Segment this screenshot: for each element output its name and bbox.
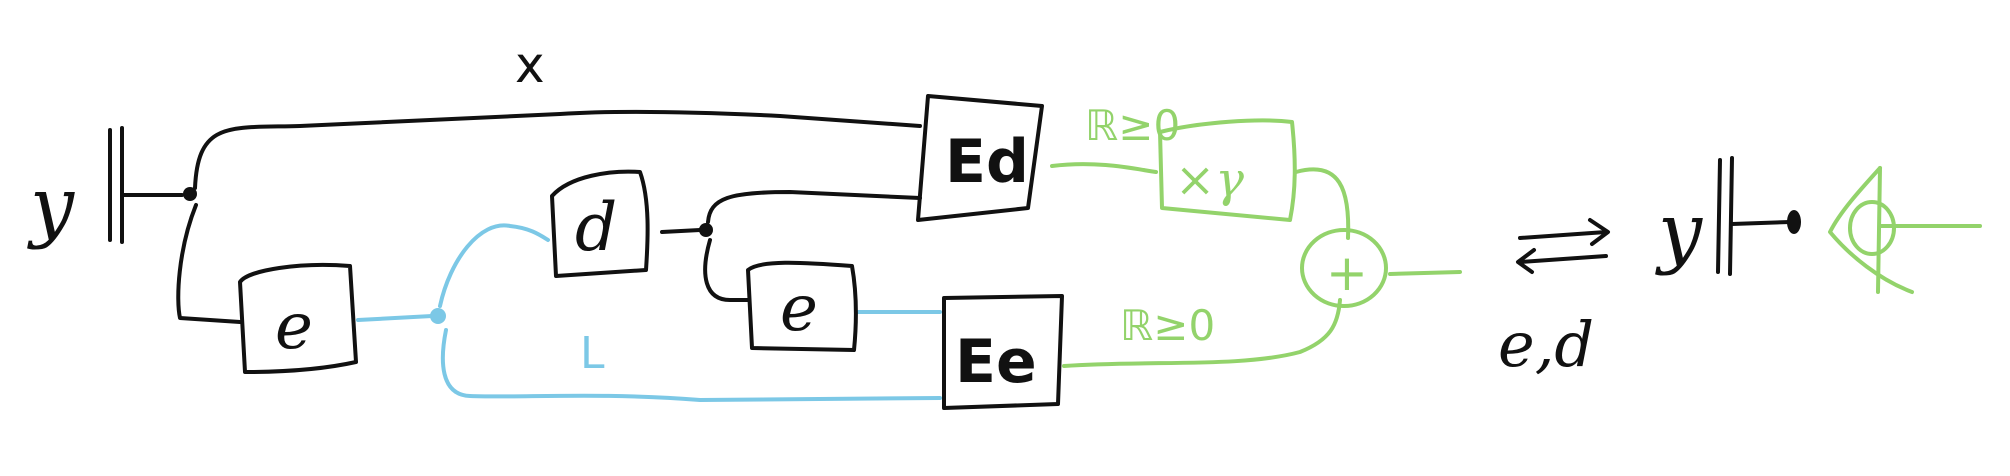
label-L: L [580,328,605,379]
box-Ed-label: Ed [945,127,1029,197]
x-wire: x [193,36,922,190]
label-r-top: ℝ≥0 [1085,101,1180,150]
label-y-left: y [27,161,75,251]
box-e-mid: e [746,260,858,352]
left-input-wire: y [27,126,197,251]
box-e-mid-label: e [780,272,818,346]
box-d-label: d [575,189,617,266]
label-e-d: e,d [1498,308,1594,381]
wire-d-to-Ed [706,190,922,224]
box-Ee-label: Ee [955,327,1037,397]
box-Ed: Ed [916,94,1044,222]
wire-to-e-left [176,203,242,324]
terminal-node [1787,210,1801,234]
eye-icon [1828,166,1982,294]
rightwards-over-leftwards-arrow-icon [1516,218,1610,274]
label-r-bottom: ℝ≥0 [1120,301,1215,350]
box-e-left: e [238,262,358,374]
green-bottom-branch: ℝ≥0 [1062,298,1342,368]
right-output-wire: y [1655,156,1801,277]
label-y-right: y [1655,187,1703,277]
plus-node: + [1300,228,1462,308]
box-Ee: Ee [942,294,1064,410]
green-top-branch: ℝ≥0 ×γ [1050,101,1351,240]
wire-d-out [660,228,702,234]
copy-node-blue [430,308,446,324]
label-x: x [515,36,545,94]
copy-node-left [183,187,197,201]
blue-loop: L [356,223,942,402]
label-times-gamma: ×γ [1175,152,1244,208]
copy-node-d [699,223,713,237]
box-e-left-label: e [275,290,313,364]
wire-d-to-e-mid [703,238,750,302]
box-d: d [550,169,650,278]
label-plus: + [1326,244,1368,302]
